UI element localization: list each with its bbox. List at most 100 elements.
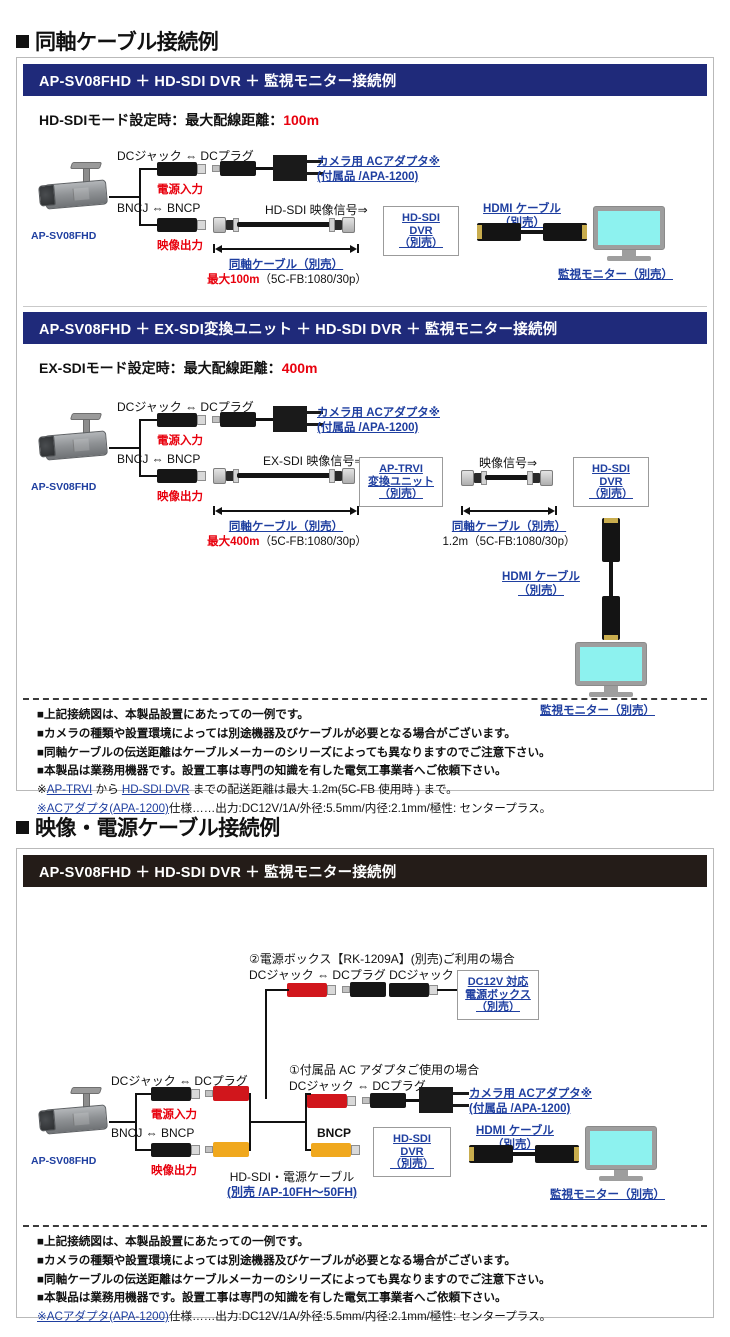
hdmi-head-left	[469, 1145, 513, 1163]
section-heading-video-power: 映像・電源ケーブル接続例	[16, 812, 280, 842]
hdmi-wire	[521, 230, 545, 234]
dc-plug-2	[212, 412, 258, 427]
hdmi-label-1a: HDMI ケーブル	[483, 203, 561, 215]
signal-label-3: 映像信号⇒	[479, 456, 538, 470]
mode-line-1: HD-SDIモード設定時：最大配線距離：100m	[39, 110, 319, 130]
bnc-plug-left-1	[213, 217, 239, 233]
camera-power-wire	[139, 168, 159, 170]
note-11-post: 仕様……出力:DC12V/1A/外径:5.5mm/内径:2.1mm/極性: セン…	[168, 1310, 552, 1324]
bnc-jack-shell	[157, 218, 197, 232]
note-5: ※AP-TRVI から HD-SDI DVR までの配送距離は最大 1.2m(5…	[37, 781, 551, 800]
camera-split-wire-2	[139, 419, 141, 477]
ac-adapter-label-2b: (付属品 /APA-1200)	[317, 422, 419, 434]
panel-coax: AP-SV08FHD ＋ HD-SDI DVR ＋ 監視モニター接続例 HD-S…	[16, 57, 714, 815]
dc-plug-body	[350, 982, 386, 997]
bnc-jack-tip	[191, 1145, 200, 1155]
bnc-plug-right-3	[527, 470, 553, 486]
dvr-line-3: （別売）	[589, 488, 633, 501]
note-5-link-2[interactable]: HD-SDI DVR	[121, 783, 190, 797]
coax-length-3: 1.2m（5C-FB:1080/30p）	[442, 536, 576, 548]
dc-plug-powerbox	[342, 982, 388, 997]
mode-line-1-prefix: HD-SDIモード設定時：最大配線距離：	[39, 112, 284, 128]
dc-pair-label-2: DCジャック ⇔ DCプラグ	[117, 400, 254, 414]
bnc-jack-3	[151, 1143, 201, 1157]
coax-length-spec-1: （5C-FB:1080/30p）	[259, 274, 367, 286]
combined-right-bus	[305, 1093, 307, 1151]
dc-plug-body	[220, 161, 256, 176]
dc-plug-stub	[212, 416, 220, 423]
camera-illustration-1	[35, 162, 117, 222]
ac-adapter-label-1b: (付属品 /APA-1200)	[317, 171, 419, 183]
dvr-box-1: HD-SDI DVR （別売）	[383, 206, 459, 256]
trvi-line-3: （別売）	[379, 488, 423, 501]
camera-split-wire-3	[135, 1093, 137, 1151]
note-6: ※ACアダプタ(APA-1200)仕様……出力:DC12V/1A/外径:5.5m…	[37, 800, 551, 819]
note-6-link-1[interactable]: ※ACアダプタ(APA-1200)	[37, 801, 169, 815]
ac-adapter-pin-bottom	[453, 1104, 469, 1107]
dim-arrow-right	[350, 506, 357, 515]
coax-cable-2	[237, 473, 335, 478]
bnc-cap	[329, 218, 335, 232]
ac-adapter-label-3a: カメラ用 ACアダプタ※	[469, 1088, 592, 1100]
hdmi-label-2a: HDMI ケーブル	[502, 571, 580, 583]
power-input-label-2: 電源入力	[157, 435, 203, 447]
note-11-link-1[interactable]: ※ACアダプタ(APA-1200)	[37, 1310, 169, 1324]
monitor-label-2: 監視モニター（別売）	[540, 705, 655, 717]
dc-jack-tip	[197, 164, 206, 174]
monitor-illustration-3	[585, 1126, 657, 1184]
option1-title: ①付属品 AC アダプタご使用の場合	[289, 1063, 480, 1077]
monitor-label-3: 監視モニター（別売）	[550, 1189, 665, 1201]
camera-label-3: AP-SV08FHD	[31, 1155, 97, 1167]
dvr-line-1: HD-SDI	[393, 1132, 431, 1145]
hdmi-cable-2	[602, 518, 620, 642]
camera-illustration-2	[35, 413, 117, 473]
camera-ridge	[72, 187, 90, 201]
dc-plug-body	[220, 412, 256, 427]
note-5-link-1[interactable]: AP-TRVI	[46, 783, 93, 797]
ac-adapter-label-2a: カメラ用 ACアダプタ※	[317, 407, 440, 419]
combined-bottom-stub	[305, 1149, 311, 1151]
bnc-plug-amber-3	[205, 1142, 251, 1157]
dc-jack-shell	[311, 1143, 351, 1157]
bnc-pair-label-3: BNCJ ⇔ BNCP	[111, 1126, 195, 1140]
bnc-jack-shell	[151, 1143, 191, 1157]
monitor-illustration-2	[575, 642, 647, 700]
powerbox-line-2: 電源ボックス	[465, 988, 531, 1001]
bnc-ring	[342, 468, 355, 484]
coax-label-1: 同軸ケーブル（別売）	[228, 259, 344, 271]
signal-label-1: HD-SDI 映像信号⇒	[265, 203, 368, 217]
dc-plug-stub	[212, 165, 220, 172]
dc-jack-tip	[197, 415, 206, 425]
bnc-jack-tip	[197, 220, 206, 230]
monitor-base	[589, 692, 633, 697]
bnc-neck	[226, 471, 234, 481]
dc-jack-powerbox-2	[389, 983, 439, 997]
dim-cap-right	[555, 506, 557, 515]
dc-plug-stub	[205, 1090, 213, 1097]
note-11: ※ACアダプタ(APA-1200)仕様……出力:DC12V/1A/外径:5.5m…	[37, 1308, 551, 1327]
camera-lens	[38, 1109, 56, 1132]
dc-plug-body	[213, 1142, 249, 1157]
panel-bar-1-title: AP-SV08FHD ＋ HD-SDI DVR ＋ 監視モニター接続例	[39, 73, 397, 90]
hdmi-label-2b: （別売）	[518, 585, 564, 597]
ac-adapter-pin-top	[307, 160, 323, 163]
hdmi-cable-3	[469, 1145, 579, 1163]
ac-adapter-brick-3	[419, 1087, 469, 1113]
dc-plug-stub	[362, 1097, 370, 1104]
coax-label-3: 同軸ケーブル（別売）	[451, 521, 567, 533]
camera-lens	[38, 435, 56, 458]
dvr-line-1: HD-SDI	[592, 462, 630, 475]
camera-trunk-wire-3	[109, 1121, 137, 1123]
dvr-line-1: HD-SDI	[402, 211, 440, 224]
panel-bar-3: AP-SV08FHD ＋ HD-SDI DVR ＋ 監視モニター接続例	[23, 855, 707, 887]
camera-label-1: AP-SV08FHD	[31, 230, 97, 242]
notes-block-1: ■上記接続図は、本製品設置にあたっての一例です。 ■カメラの種類や設置環境によっ…	[37, 706, 551, 819]
ac-adapter-label-1a: カメラ用 ACアダプタ※	[317, 156, 440, 168]
monitor-screen	[598, 211, 660, 245]
camera-power-wire-2	[139, 419, 159, 421]
coax-label-2: 同軸ケーブル（別売）	[228, 521, 344, 533]
coax-length-value-1: 最大100m	[207, 274, 260, 286]
option2-title: ②電源ボックス【RK-1209A】(別売)ご利用の場合	[249, 952, 515, 966]
note-5-post: までの配送距離は最大 1.2m(5C-FB 使用時 ) まで。	[189, 783, 458, 797]
powerbox-line-3: （別売）	[476, 1001, 520, 1014]
